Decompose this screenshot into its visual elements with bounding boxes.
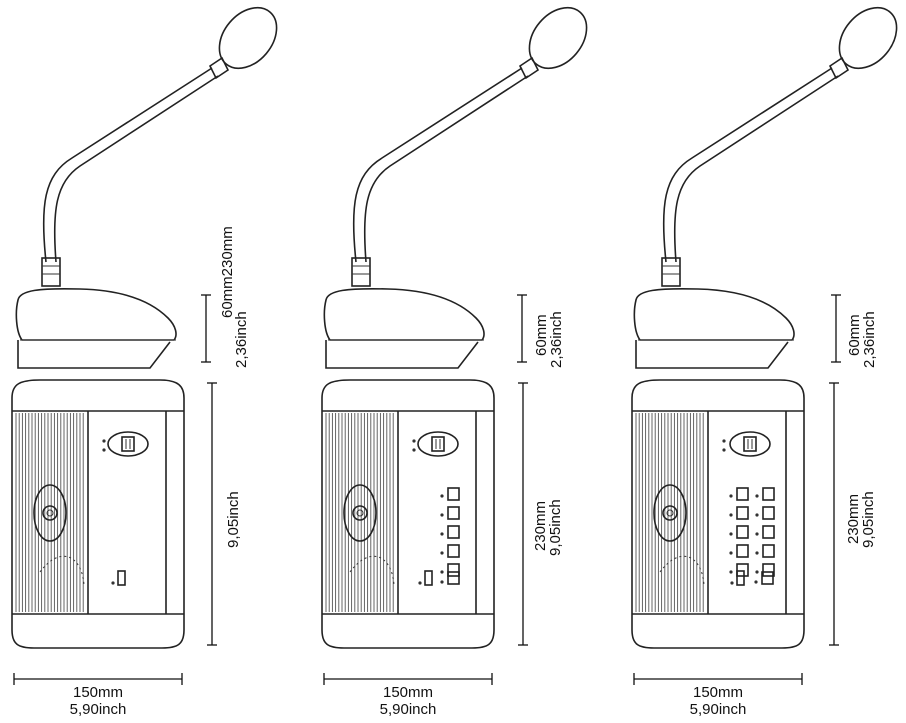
zone-button <box>762 525 775 539</box>
side-view-base-2 <box>323 287 485 369</box>
zone-led <box>755 494 759 498</box>
width-mm-label-1: 150mm <box>73 684 123 701</box>
zone-button <box>447 506 460 520</box>
zone-led <box>755 551 759 555</box>
zone-led <box>729 551 733 555</box>
width-inch-label-2: 5,90inch <box>380 701 437 718</box>
zone-button <box>762 563 775 577</box>
gooseneck-microphone-2 <box>351 6 588 287</box>
zone-button <box>736 487 749 501</box>
depth-mm-label-2: 230mm <box>532 501 549 551</box>
zone-led <box>440 570 444 574</box>
top-view-body-3 <box>631 379 805 649</box>
side-view-base-3 <box>633 287 795 369</box>
width-mm-label-2: 150mm <box>383 684 433 701</box>
zone-button <box>762 506 775 520</box>
zone-button <box>736 544 749 558</box>
unit-2 <box>321 6 588 649</box>
zone-led <box>755 570 759 574</box>
zone-led <box>440 494 444 498</box>
zone-led <box>755 532 759 536</box>
depth-inch-label-1: 9,05inch <box>225 491 242 548</box>
depth-mm-label-3: 230mm <box>845 494 862 544</box>
speaker-grille-1 <box>15 413 84 612</box>
zone-button <box>447 525 460 539</box>
height-inch-label-2: 2,36inch <box>548 311 565 368</box>
zone-led <box>729 494 733 498</box>
zone-button <box>762 487 775 501</box>
zone-button <box>736 563 749 577</box>
dimension-lines-3 <box>633 294 841 685</box>
speaker-grille-3 <box>635 413 704 612</box>
height-inch-label-1: 2,36inch <box>233 311 250 368</box>
height-label-3: 60mm <box>846 314 863 356</box>
zone-buttons-2 <box>440 487 460 577</box>
depth-inch-label-2: 9,05inch <box>547 499 564 556</box>
zone-led <box>755 513 759 517</box>
zone-button <box>736 506 749 520</box>
width-inch-label-1: 5,90inch <box>70 701 127 718</box>
top-view-body-2 <box>321 379 495 649</box>
unit-1 <box>11 6 278 649</box>
dimension-lines-1 <box>13 294 217 685</box>
depth-inch-label-3: 9,05inch <box>860 491 877 548</box>
zone-button <box>447 544 460 558</box>
zone-button <box>736 525 749 539</box>
zone-led <box>440 513 444 517</box>
height-inch-label-3: 2,36inch <box>861 311 878 368</box>
zone-led <box>729 570 733 574</box>
speaker-grille-2 <box>325 413 394 612</box>
gooseneck-microphone-1 <box>41 6 278 287</box>
zone-led <box>440 551 444 555</box>
zone-buttons-3 <box>729 487 775 577</box>
width-inch-label-3: 5,90inch <box>690 701 747 718</box>
height-label-1: 60mm230mm <box>219 226 236 318</box>
zone-button <box>447 563 460 577</box>
zone-button <box>447 487 460 501</box>
dimension-lines-2 <box>323 294 528 685</box>
unit-3 <box>631 6 898 649</box>
zone-led <box>729 532 733 536</box>
zone-button <box>762 544 775 558</box>
height-label-2: 60mm <box>533 314 550 356</box>
zone-led <box>440 532 444 536</box>
side-view-base-1 <box>15 287 177 369</box>
gooseneck-microphone-3 <box>661 6 898 287</box>
width-mm-label-3: 150mm <box>693 684 743 701</box>
zone-led <box>729 513 733 517</box>
top-view-body-1 <box>11 379 185 649</box>
